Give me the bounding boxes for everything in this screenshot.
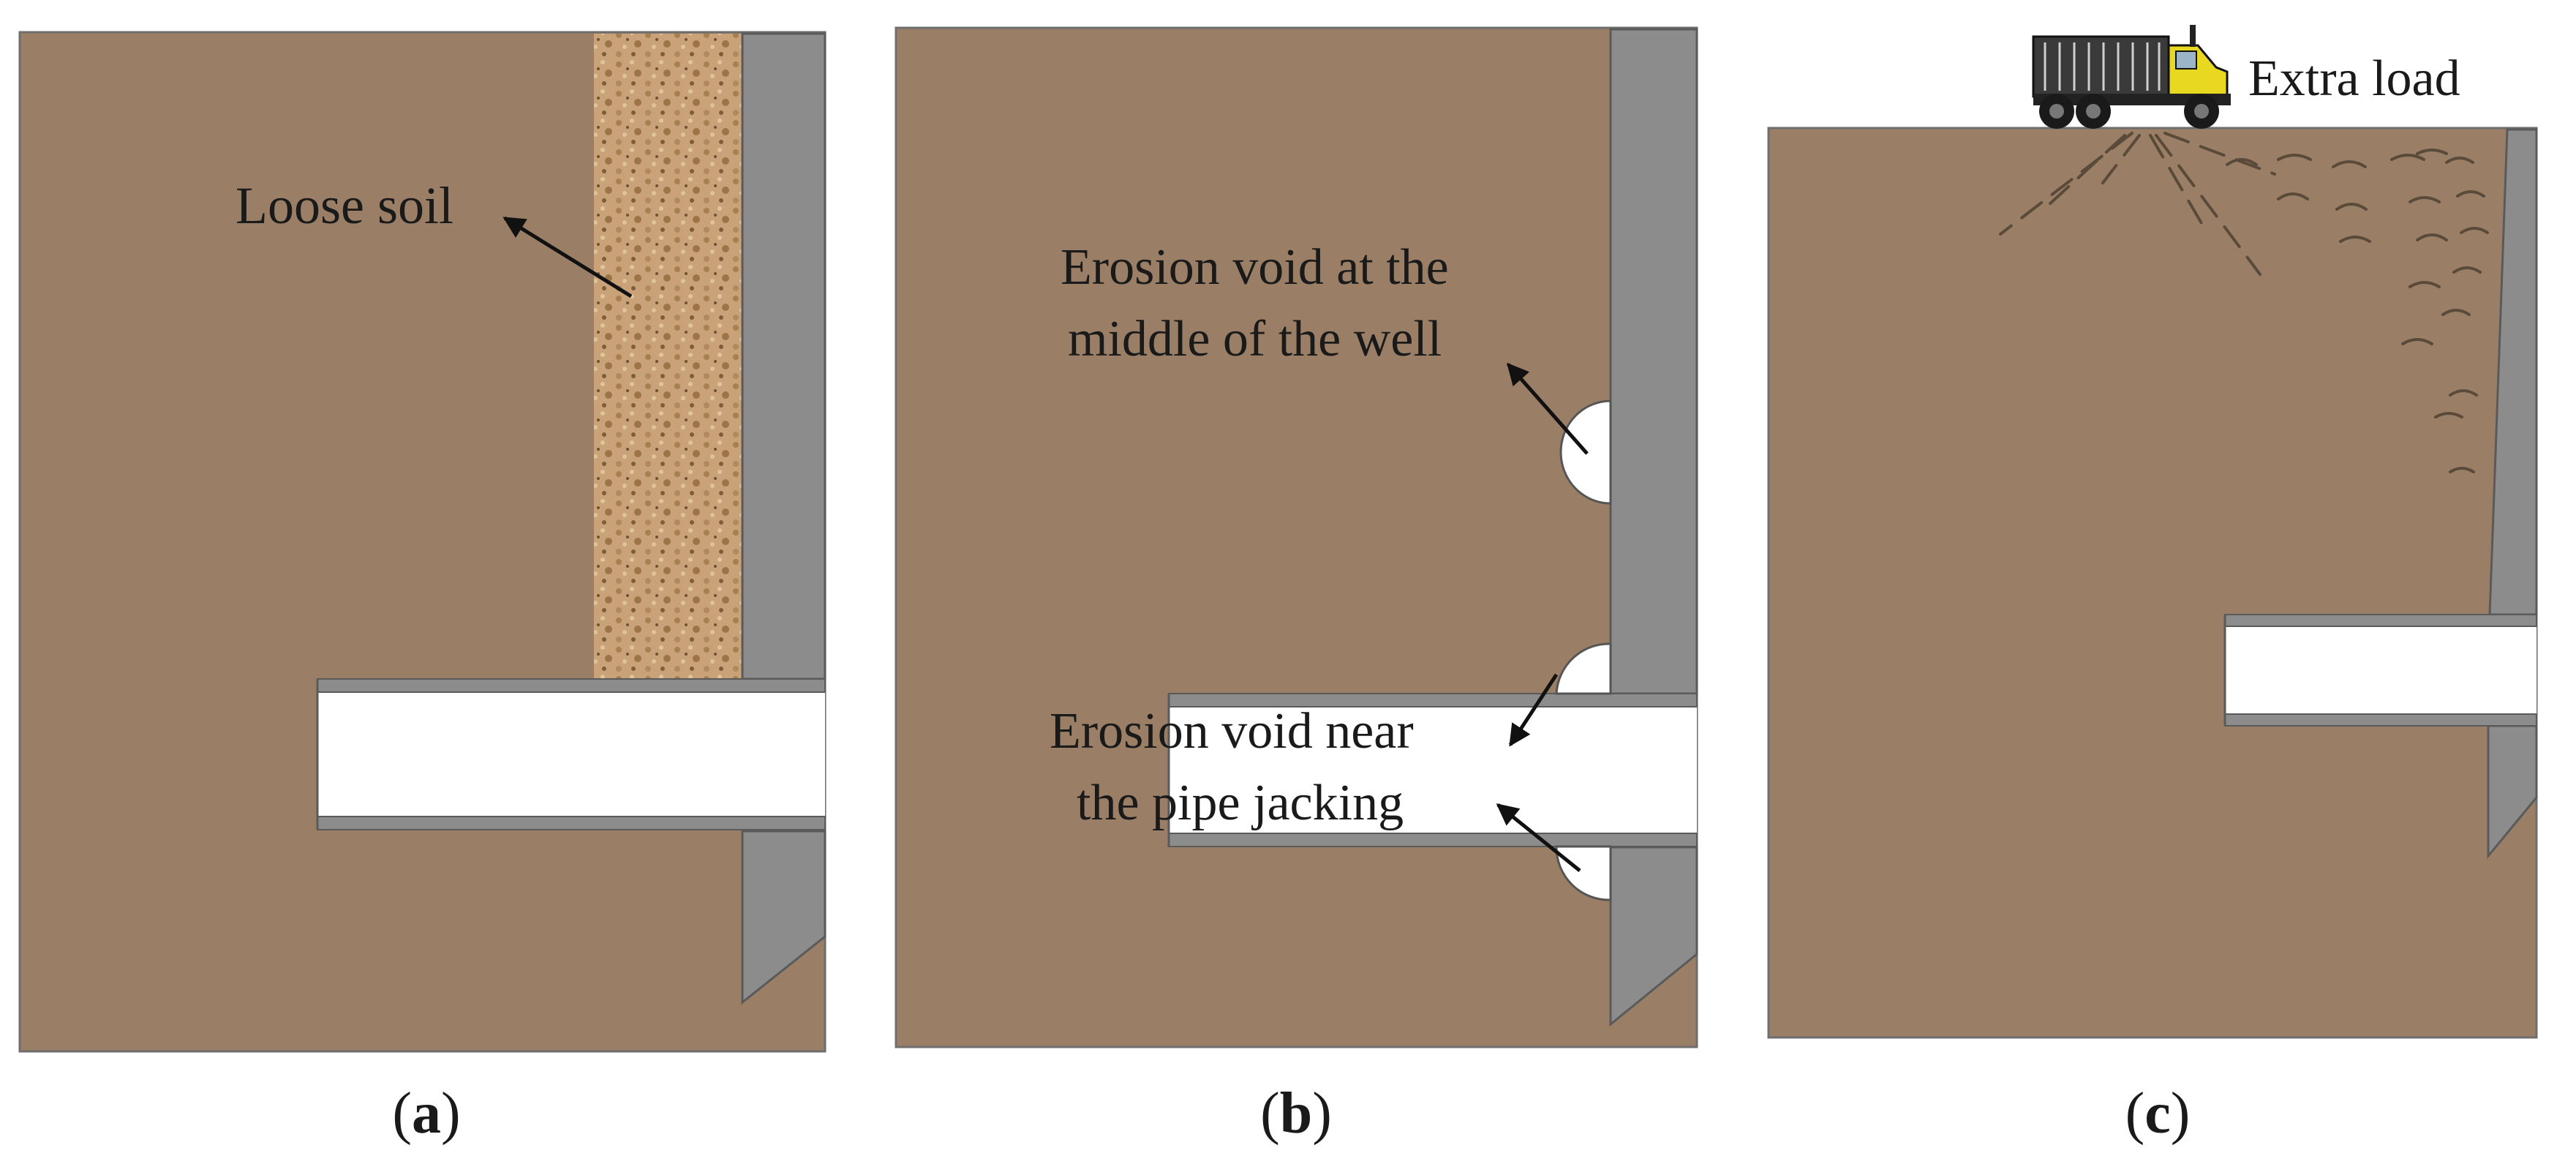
pipe-void-b — [1169, 707, 1697, 833]
panel-b: Erosion void at the middle of the well E… — [895, 26, 1698, 1146]
erosion-void-pipe-bottom — [1555, 845, 1612, 901]
settlement-curves — [2226, 149, 2489, 473]
caption-b: (b) — [1260, 1081, 1332, 1146]
erosion-pipe-label-line1: Erosion void near — [1050, 703, 1414, 759]
erosion-pipe-arrow-down — [1496, 803, 1581, 872]
extra-load-label-box — [2231, 38, 2503, 120]
caption-a: (a) — [392, 1081, 460, 1146]
caption-c: (c) — [2125, 1081, 2191, 1146]
caption-b-letter: b — [1280, 1081, 1313, 1146]
erosion-pipe-label-line2: the pipe jacking — [1077, 775, 1404, 831]
pipe-void-c — [2225, 626, 2537, 714]
erosion-pipe-arrow-up — [1508, 673, 1559, 747]
extra-load-label: Extra load — [2248, 50, 2460, 107]
pipe-bottom-wall-a — [317, 816, 826, 830]
caption-a-letter: a — [412, 1081, 441, 1146]
pipe-void-a — [317, 692, 825, 817]
caption-c-letter: c — [2144, 1081, 2171, 1146]
retaining-wall-lower-a — [741, 830, 826, 1005]
truck-icon — [2032, 25, 2231, 129]
erosion-middle-label-line1: Erosion void at the — [1061, 239, 1449, 296]
erosion-middle-label-line2: middle of the well — [1068, 311, 1442, 367]
erosion-middle-arrow — [1507, 362, 1589, 455]
pipe-top-wall-c — [2224, 614, 2537, 627]
soil-block-b — [895, 26, 1698, 1048]
retaining-wall-upper-a — [741, 32, 826, 680]
retaining-wall-upper-b — [1609, 28, 1698, 695]
pipe-bottom-wall-c — [2224, 713, 2537, 727]
pipe-bottom-wall-b — [1168, 833, 1698, 847]
loose-soil-label: Loose soil — [236, 176, 453, 235]
pipe-top-wall-a — [317, 678, 826, 693]
stress-lines — [1999, 132, 2276, 276]
soil-block-c — [1767, 127, 2538, 1039]
panel-a: Loose soil (a) — [18, 31, 826, 1146]
loose-soil-zone — [594, 34, 742, 679]
loose-soil-arrow — [502, 216, 633, 299]
erosion-void-pipe-top — [1555, 642, 1612, 695]
panel-c: Extra load (c) — [1767, 25, 2538, 1146]
